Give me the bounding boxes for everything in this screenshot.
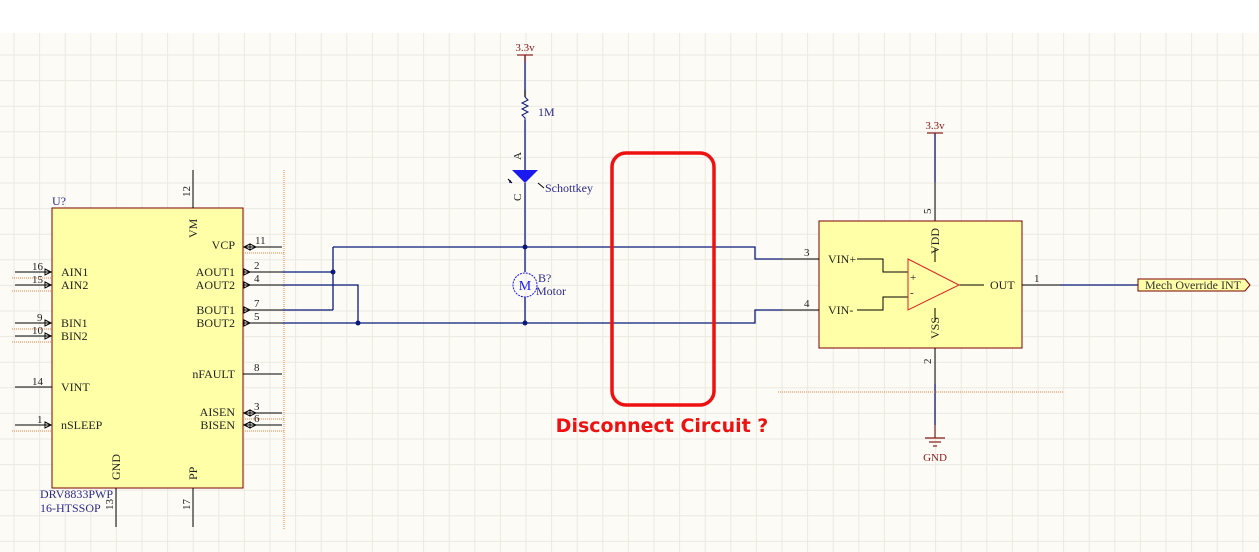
power-port-3v3-top[interactable]: 3.3v — [515, 42, 535, 62]
pin-num-vcp: 11 — [255, 235, 266, 247]
pin-num-aisen: 3 — [254, 401, 260, 413]
driver-ic[interactable]: U? DRV8833PWP 16-HTSSOP — [12, 170, 285, 530]
pin-label-vcp: VCP — [212, 238, 236, 252]
junctions — [330, 244, 528, 326]
pin-label-nsleep: nSLEEP — [61, 418, 103, 432]
pin-num-aout2: 4 — [254, 273, 260, 285]
motor-label: Motor — [536, 284, 566, 298]
motor-circle-icon — [512, 272, 538, 298]
junction-dot — [522, 320, 528, 326]
pin-label-aout1: AOUT1 — [196, 265, 235, 279]
pin-num-vss: 2 — [922, 359, 934, 365]
left-pins — [12, 268, 53, 432]
net-port-mech-override[interactable]: Mech Override INT — [1137, 278, 1251, 292]
port-label: Mech Override INT — [1145, 278, 1242, 292]
pin-num-vin-plus: 3 — [804, 247, 810, 259]
resistor-zigzag-icon — [520, 96, 530, 125]
pin-label-pp: PP — [186, 466, 200, 480]
power-port-3v3-comparator[interactable]: 3.3v — [925, 120, 945, 134]
vertical-pins — [115, 170, 194, 527]
pin-label-bout2: BOUT2 — [196, 316, 235, 330]
power-label: 3.3v — [925, 120, 945, 132]
pin-num-vdd: 5 — [922, 208, 934, 214]
pin-label-aisen: AISEN — [200, 405, 236, 419]
pin-num-bisen: 6 — [254, 413, 260, 425]
pin-num-bin1: 9 — [37, 312, 43, 324]
pin-label-vss: VSS — [928, 317, 942, 339]
driver-ic-body[interactable] — [51, 207, 244, 489]
pin-label-aout2: AOUT2 — [196, 278, 235, 292]
pin-num-nfault: 8 — [254, 362, 260, 374]
annotation-text: Disconnect Circuit ? — [556, 415, 769, 437]
pin-label-vin-plus: VIN+ — [828, 252, 856, 266]
pin-label-bin2: BIN2 — [61, 329, 88, 343]
resistor[interactable]: 1M — [520, 90, 555, 125]
ground-port[interactable]: GND — [923, 425, 947, 464]
diode-label: Schottkey — [545, 181, 593, 195]
pin-num-out: 1 — [1034, 273, 1040, 285]
pin-num-vint: 14 — [32, 376, 44, 388]
annotation-box — [610, 151, 716, 407]
resistor-value: 1M — [538, 105, 555, 119]
wire-top-net[interactable] — [333, 246, 782, 260]
driver-ic-part: DRV8833PWP — [40, 487, 113, 501]
driver-ic-designator: U? — [52, 194, 66, 208]
pin-label-ain1: AIN1 — [61, 265, 88, 279]
pin-label-ain2: AIN2 — [61, 278, 88, 292]
pin-num-bin2: 10 — [32, 325, 44, 337]
junction-dot — [355, 320, 361, 326]
motor-designator: B? — [538, 271, 551, 285]
comparator-body[interactable] — [818, 220, 1023, 349]
pin-num-vin-minus: 4 — [804, 298, 810, 310]
opamp-plus-sign: + — [910, 272, 916, 284]
pin-num-pp: 17 — [181, 499, 193, 511]
pin-num-bout2: 5 — [254, 311, 260, 323]
schottky-diode[interactable]: A C Schottkey — [507, 152, 593, 201]
pin-label-vdd: VDD — [928, 228, 942, 254]
pin-label-vint: VINT — [61, 380, 90, 394]
motor[interactable]: M B? Motor — [512, 271, 566, 298]
diode-cathode-label: C — [512, 194, 524, 201]
power-label: 3.3v — [515, 42, 535, 54]
pin-num-aout1: 2 — [254, 260, 260, 272]
opamp-minus-sign: - — [910, 287, 914, 299]
port-shape[interactable] — [1137, 278, 1251, 292]
junction-dot — [522, 244, 528, 250]
wire-bottom-net[interactable] — [358, 309, 782, 324]
pin-num-vm: 12 — [181, 186, 193, 197]
pin-num-nsleep: 1 — [37, 414, 43, 426]
junction-dot — [330, 269, 336, 275]
driver-ic-package: 16-HTSSOP — [40, 501, 101, 515]
pin-label-bout1: BOUT1 — [196, 303, 235, 317]
pin-label-bin1: BIN1 — [61, 316, 88, 330]
motor-symbol: M — [519, 279, 532, 294]
comparator-ic[interactable]: 3.3v + - 3 4 1 5 2 VIN+ VIN- OUT VDD VSS — [778, 120, 1063, 464]
pin-label-vin-minus: VIN- — [828, 303, 853, 317]
pin-num-gnd: 13 — [104, 499, 116, 511]
right-pins — [242, 170, 285, 530]
wire-aout2[interactable] — [282, 284, 359, 323]
opamp-triangle-icon — [907, 258, 961, 311]
ground-label: GND — [923, 452, 947, 464]
diode-anode-label: A — [512, 152, 524, 160]
disconnect-annotation: Disconnect Circuit ? — [556, 151, 769, 437]
pin-label-out: OUT — [990, 278, 1015, 292]
pin-num-ain1: 16 — [32, 261, 44, 273]
pin-label-gnd: GND — [109, 454, 123, 480]
pin-num-ain2: 15 — [32, 274, 44, 286]
pin-label-vm: VM — [186, 218, 200, 238]
pin-label-bisen: BISEN — [200, 418, 235, 432]
pin-label-nfault: nFAULT — [192, 367, 235, 381]
diode-triangle-icon — [512, 170, 538, 183]
pin-num-bout1: 7 — [254, 298, 260, 310]
